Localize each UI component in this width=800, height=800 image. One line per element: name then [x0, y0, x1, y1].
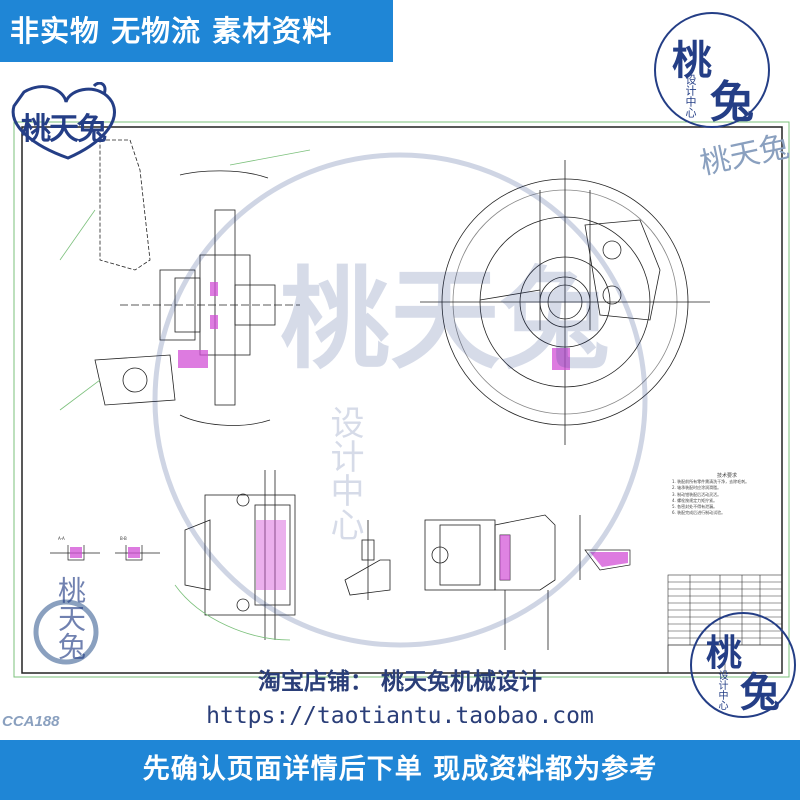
section-label: A-A [58, 536, 65, 541]
note-line: 5. 各密封处不得有泄漏。 [672, 504, 718, 510]
note-line: 1. 装配前所有零件需清洗干净，去除毛刺。 [672, 479, 750, 485]
seal-char-top: 桃 [672, 37, 712, 84]
hub-highlights [178, 282, 218, 368]
detail-sections [50, 545, 160, 561]
brand-logo: 桃天兔 [4, 82, 122, 162]
note-line: 6. 装配完成后进行制动试验。 [672, 510, 726, 516]
bottom-banner: 先确认页面详情后下单 现成资料都为参考 [0, 740, 800, 800]
hub-assembly-view [59, 139, 311, 426]
note-line: 4. 螺栓按规定力矩拧紧。 [672, 497, 718, 503]
seal-small-text: 设计中心 [684, 74, 697, 118]
logo-text: 桃天兔 [21, 112, 107, 147]
disc-highlight [552, 348, 570, 370]
caliper-pad [256, 520, 286, 590]
product-code: CCA188 [2, 713, 60, 730]
section-pad [500, 535, 510, 580]
shop-url[interactable]: https://taotiantu.taobao.com [206, 703, 594, 729]
brand-seal-bottom: 桃 兔 设计中心 [690, 612, 796, 718]
small-part-detail [584, 549, 631, 571]
watermark-seal [152, 152, 648, 648]
seal-small-text: 设计中心 [716, 670, 727, 710]
seal-char-right: 兔 [740, 669, 780, 716]
logo-heart-icon [11, 82, 116, 160]
watermark-text: 桃天兔 [280, 255, 610, 384]
note-line: 3. 制动钳装配后活动灵活。 [672, 491, 722, 497]
top-banner: 非实物 无物流 素材资料 [0, 0, 393, 62]
section-label: B-B [120, 536, 127, 541]
caliper-section [174, 470, 296, 641]
bolt-detail [344, 520, 391, 600]
swirl-icon [33, 599, 99, 665]
note-line: 2. 轴承装配时应涂润滑脂。 [672, 485, 722, 491]
notes-title: 技术要求 [716, 473, 737, 479]
shop-line: 淘宝店铺： 桃天兔机械设计 [257, 668, 542, 695]
seal-char-right: 兔 [710, 77, 754, 128]
brand-mark-bottom-left: 桃天兔 [30, 572, 114, 682]
mark-text: 桃天兔 [54, 576, 87, 660]
section-assembly [424, 514, 581, 650]
technical-notes: 技术要求 1. 装配前所有零件需清洗干净，去除毛刺。 2. 轴承装配时应涂润滑脂… [672, 473, 782, 516]
brand-seal-top: 桃 兔 设计中心 [654, 12, 770, 128]
disc-view [420, 160, 710, 445]
seal-char-top: 桃 [706, 632, 743, 674]
watermark-small: 设计中心 [324, 405, 364, 541]
